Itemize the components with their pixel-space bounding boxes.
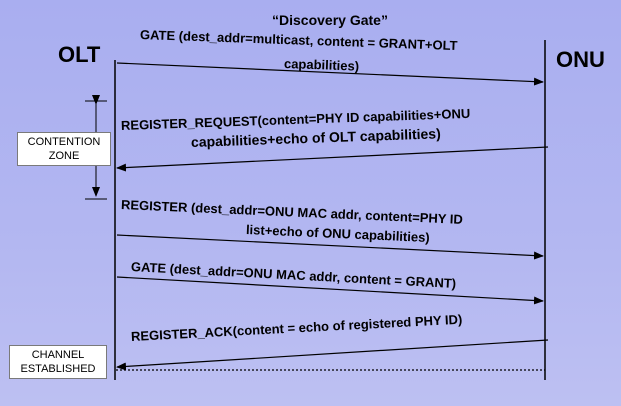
arrow-gate-discovery [116,62,544,86]
arrow-register-ack [116,339,549,371]
message-gate-discovery-line2: capabilities) [283,56,360,74]
onu-label: ONU [556,47,605,72]
channel-established-line2: ESTABLISHED [20,363,96,375]
arrow-register [116,234,544,260]
contention-zone-line2: ZONE [48,150,80,162]
channel-established-label: CHANNEL ESTABLISHED [9,345,107,379]
channel-established-line1: CHANNEL [31,349,85,361]
arrow-gate-grant [116,276,544,305]
contention-zone-line1: CONTENTION [27,136,101,148]
contention-zone-label: CONTENTION ZONE [17,132,111,166]
diagram-title: “Discovery Gate” [272,12,388,28]
arrow-register-request [116,146,549,172]
olt-label: OLT [58,42,101,67]
